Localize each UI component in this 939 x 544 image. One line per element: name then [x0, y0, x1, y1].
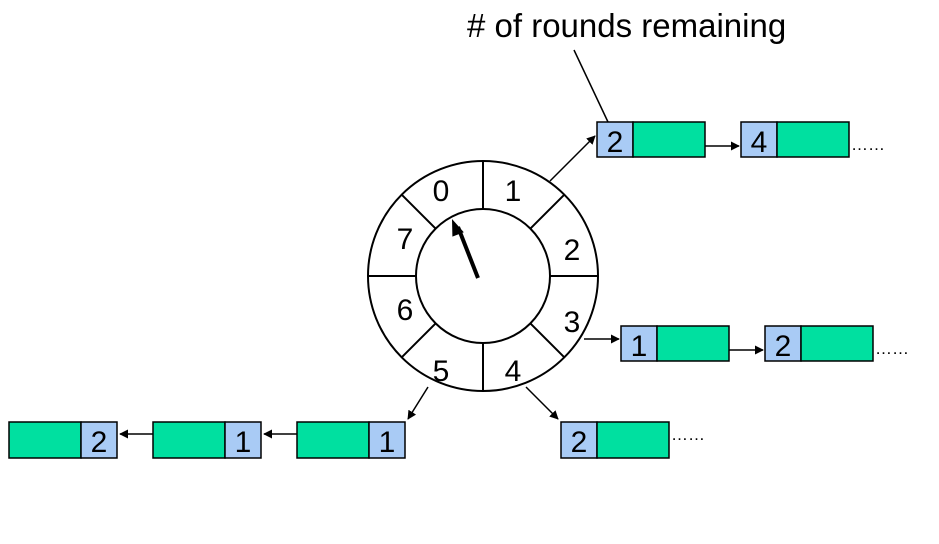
continuation-ellipsis: ……	[671, 425, 705, 444]
round-cell	[596, 121, 634, 158]
payload-cell	[296, 421, 370, 459]
round-cell	[368, 421, 406, 459]
payload-cell	[632, 121, 706, 158]
slot-label-7: 7	[397, 223, 414, 256]
wheel-spoke	[529, 322, 566, 359]
slot-4-arrow	[525, 386, 559, 420]
payload-cell	[776, 121, 850, 158]
round-count: 2	[91, 426, 108, 459]
title-pointer-line	[573, 49, 609, 123]
payload-cell	[800, 325, 874, 362]
payload-cell	[8, 421, 82, 459]
slot-1-list: 2 4 ……	[549, 121, 885, 182]
round-count: 1	[631, 330, 648, 363]
round-cell	[80, 421, 118, 459]
slot-3-list: 1 2 ……	[584, 325, 909, 363]
round-count: 4	[751, 126, 768, 159]
slot-label-6: 6	[397, 294, 414, 327]
round-cell	[740, 121, 778, 158]
round-count: 2	[607, 126, 624, 159]
slot-label-1: 1	[505, 175, 522, 208]
round-count: 2	[571, 426, 588, 459]
slot-label-3: 3	[564, 306, 581, 339]
continuation-ellipsis: ……	[851, 135, 885, 154]
clock-hand-arrowhead	[452, 219, 464, 237]
wheel-spoke	[400, 322, 437, 359]
continuation-ellipsis: ……	[875, 339, 909, 358]
round-count: 1	[379, 426, 396, 459]
slot-label-2: 2	[564, 234, 581, 267]
slot-1-arrow	[549, 135, 596, 182]
slot-label-0: 0	[433, 175, 450, 208]
slot-5-list: 1 1 2	[8, 386, 429, 459]
round-count: 1	[235, 426, 252, 459]
slot-label-4: 4	[505, 355, 522, 388]
slot-5-arrow	[407, 386, 429, 420]
payload-cell	[152, 421, 226, 459]
payload-cell	[656, 325, 730, 362]
round-count: 2	[775, 330, 792, 363]
clock-hand	[456, 226, 480, 279]
round-cell	[620, 325, 658, 362]
payload-cell	[596, 421, 670, 459]
slot-label-5: 5	[433, 355, 450, 388]
wheel-inner-ring	[415, 208, 551, 344]
round-cell	[224, 421, 262, 459]
round-cell	[764, 325, 802, 362]
rounds-remaining-title: # of rounds remaining	[467, 7, 786, 44]
wheel-spoke	[529, 193, 566, 230]
wheel-spoke	[400, 193, 437, 230]
timing-wheel: 0 1 2 3 4 5 6 7	[367, 160, 599, 392]
slot-4-list: 2 ……	[525, 386, 705, 459]
